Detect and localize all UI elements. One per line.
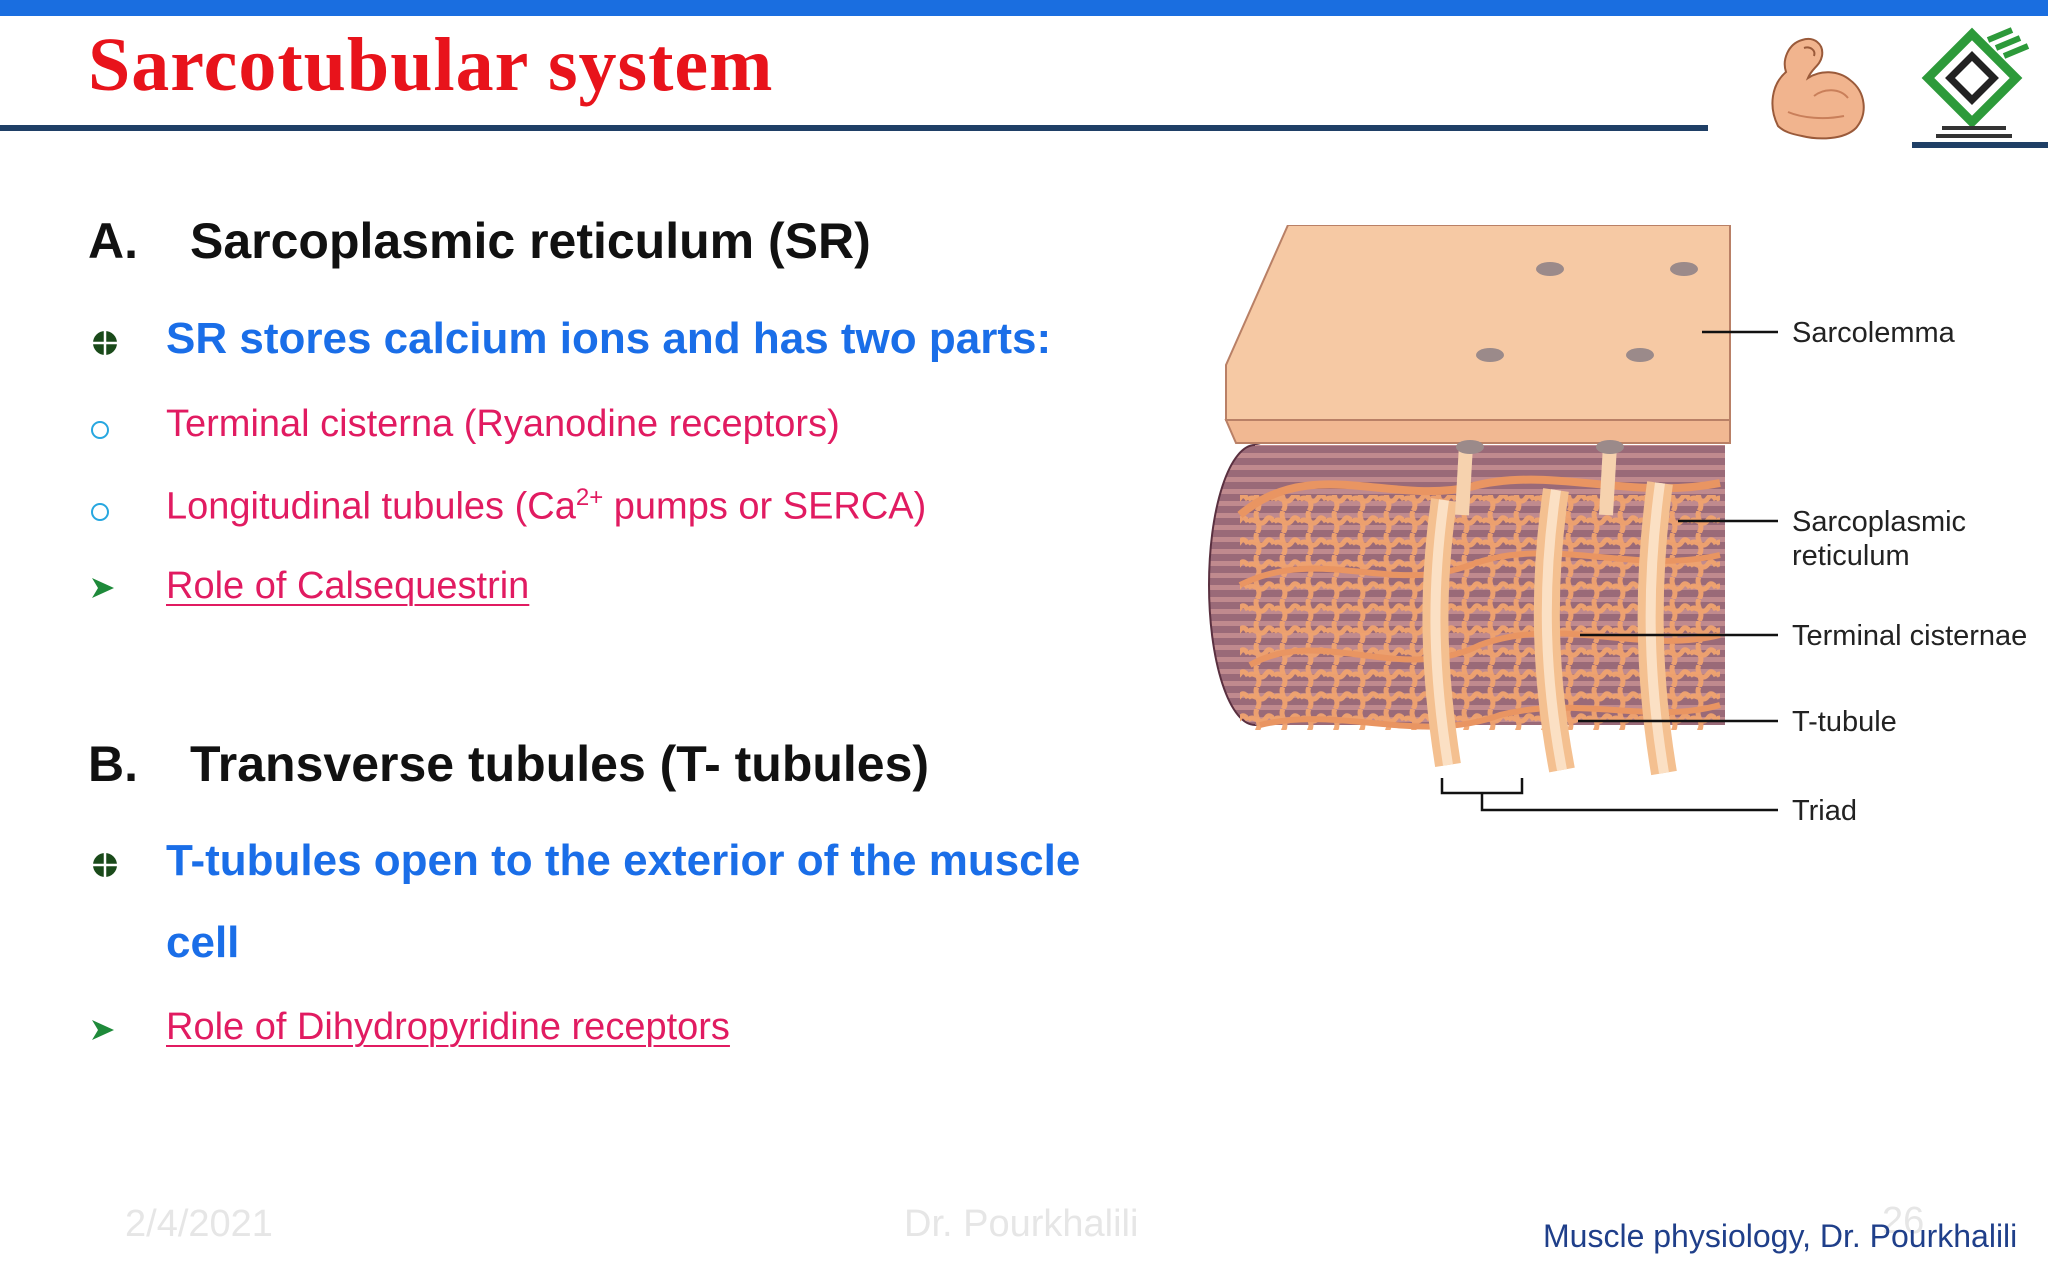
logo-underline bbox=[1912, 142, 2048, 148]
sr-longitudinal-tubules: Longitudinal tubules (Ca2+ pumps or SERC… bbox=[166, 484, 926, 529]
label-sarcolemma: Sarcolemma bbox=[1792, 317, 1956, 349]
label-terminal-cisternae: Terminal cisternae bbox=[1792, 620, 2027, 652]
label-triad: Triad bbox=[1792, 795, 1857, 827]
sr-sub2-pre: Longitudinal tubules (Ca bbox=[166, 485, 576, 528]
section-b-title: Transverse tubules (T- tubules) bbox=[190, 736, 930, 792]
sr-sub2-post: pumps or SERCA) bbox=[603, 485, 927, 528]
t-tubule-summary-line2: cell bbox=[166, 918, 240, 967]
globe-bullet-icon bbox=[93, 331, 117, 355]
dihydropyridine-link[interactable]: Role of Dihydropyridine receptors bbox=[166, 1006, 730, 1048]
footer-page-number: 26 bbox=[1882, 1200, 1925, 1242]
section-b-letter: B. bbox=[88, 736, 138, 792]
university-logo bbox=[1921, 27, 2030, 138]
section-a-letter: A. bbox=[88, 213, 138, 269]
sr-sub2-superscript: 2+ bbox=[575, 484, 604, 511]
slide-title: Sarcotubular system bbox=[88, 23, 774, 107]
muscle-fiber-drawing bbox=[1208, 225, 1731, 776]
footer-date: 2/4/2021 bbox=[125, 1203, 273, 1245]
triad-bracket bbox=[1440, 778, 1778, 812]
label-sr-line2: reticulum bbox=[1792, 540, 1910, 572]
title-underline bbox=[0, 125, 1708, 131]
label-t-tubule: T-tubule bbox=[1792, 706, 1897, 738]
t-tubule-summary-line1: T-tubules open to the exterior of the mu… bbox=[166, 836, 1081, 885]
sr-summary: SR stores calcium ions and has two parts… bbox=[166, 314, 1052, 363]
sr-terminal-cisterna: Terminal cisterna (Ryanodine receptors) bbox=[166, 403, 840, 445]
flexed-arm-icon bbox=[1771, 38, 1865, 140]
footer-course: Muscle physiology, Dr. Pourkhalili bbox=[1543, 1218, 2018, 1254]
calsequestrin-link[interactable]: Role of Calsequestrin bbox=[166, 565, 530, 607]
arrow-bullet-icon bbox=[92, 1020, 114, 1040]
circle-bullet-icon bbox=[91, 421, 109, 439]
circle-bullet-icon bbox=[91, 503, 109, 521]
arrow-bullet-icon bbox=[92, 578, 114, 598]
section-a-title: Sarcoplasmic reticulum (SR) bbox=[190, 213, 871, 269]
sarcotubular-diagram: Sarcolemma Sarcoplasmic reticulum Termin… bbox=[1208, 225, 2027, 827]
footer-author: Dr. Pourkhalili bbox=[904, 1203, 1139, 1245]
globe-bullet-icon bbox=[93, 853, 117, 877]
label-sr-line1: Sarcoplasmic bbox=[1792, 506, 1966, 538]
top-accent-bar bbox=[0, 0, 2048, 16]
